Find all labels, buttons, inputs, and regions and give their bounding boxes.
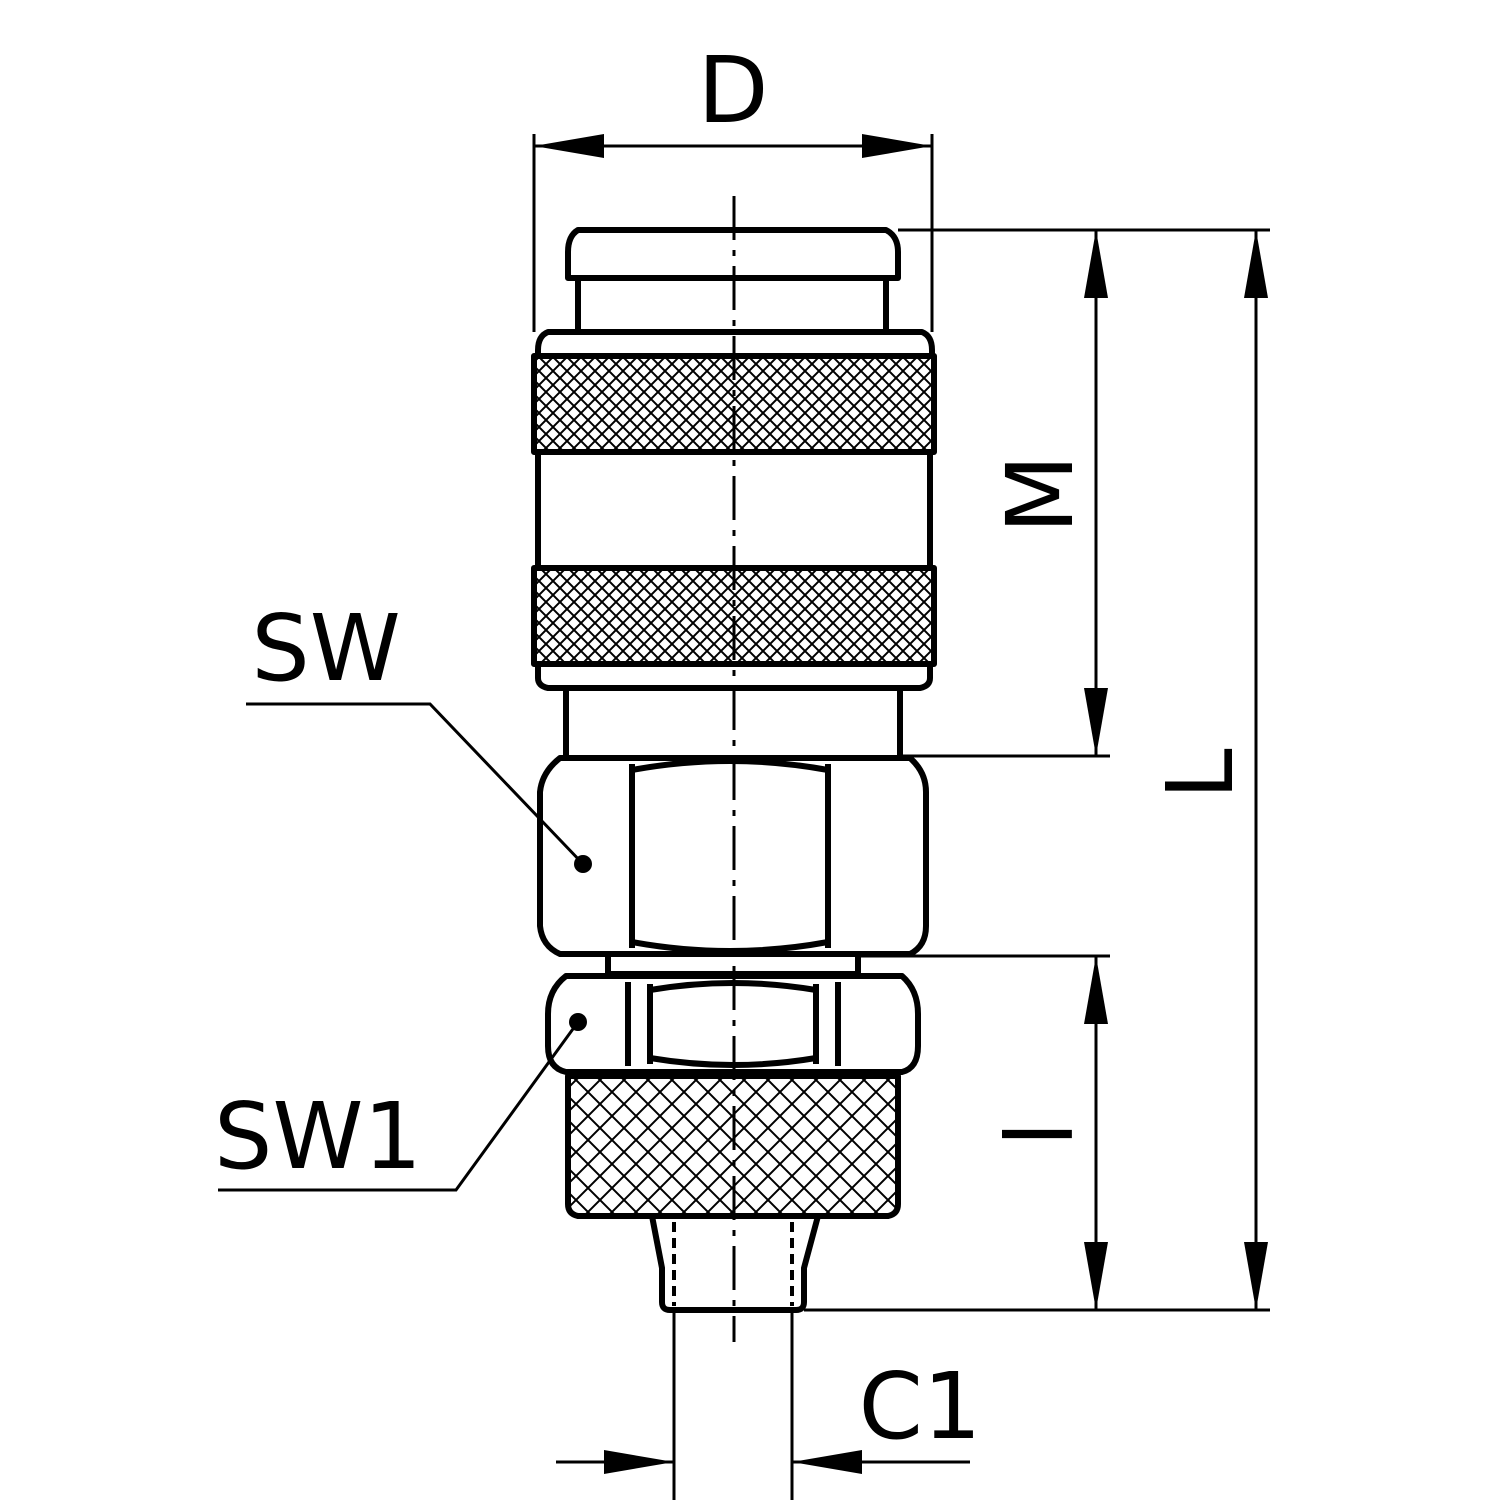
leader-sw1 <box>218 1021 580 1192</box>
dimension-m <box>898 228 1270 758</box>
label-sw: SW <box>251 595 400 702</box>
label-d: D <box>698 37 769 144</box>
label-c1: C1 <box>859 1353 982 1460</box>
label-l: L <box>1147 748 1254 799</box>
leader-sw-dot <box>574 855 592 873</box>
hex-sw-outline <box>537 755 929 957</box>
hex-sw-arc-top <box>631 758 829 773</box>
hex-sw1-outline <box>545 973 921 1075</box>
label-sw1: SW1 <box>214 1083 422 1190</box>
dimension-d <box>532 134 934 332</box>
label-m: M <box>987 454 1094 533</box>
leader-sw <box>246 702 585 866</box>
leader-sw1-dot <box>569 1013 587 1031</box>
bottom-spigot <box>649 1213 821 1313</box>
hex-sw-arc-bottom <box>631 939 829 954</box>
top-nipple-cap <box>565 227 901 281</box>
dimension-l-small <box>858 954 1110 1310</box>
sleeve-bottom-rim <box>535 661 933 691</box>
label-l-small: l <box>987 1121 1094 1147</box>
top-nipple-neck <box>575 275 889 335</box>
dimension-l <box>804 230 1270 1312</box>
dimension-c1 <box>556 1310 970 1500</box>
